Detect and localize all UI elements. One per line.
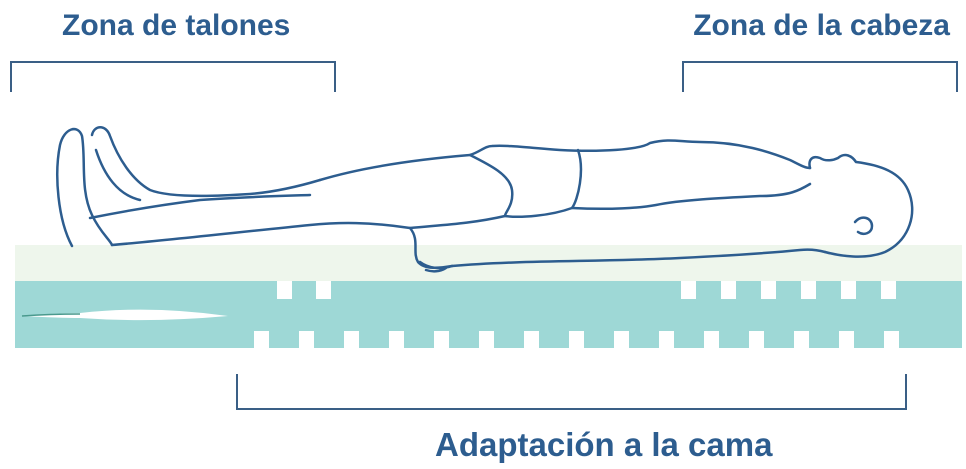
- mattress-bottom-notches: [254, 331, 899, 348]
- bed-adaptation-bracket: [237, 374, 906, 409]
- heel-zone-bracket: [11, 62, 335, 92]
- head-zone-bracket: [683, 62, 957, 92]
